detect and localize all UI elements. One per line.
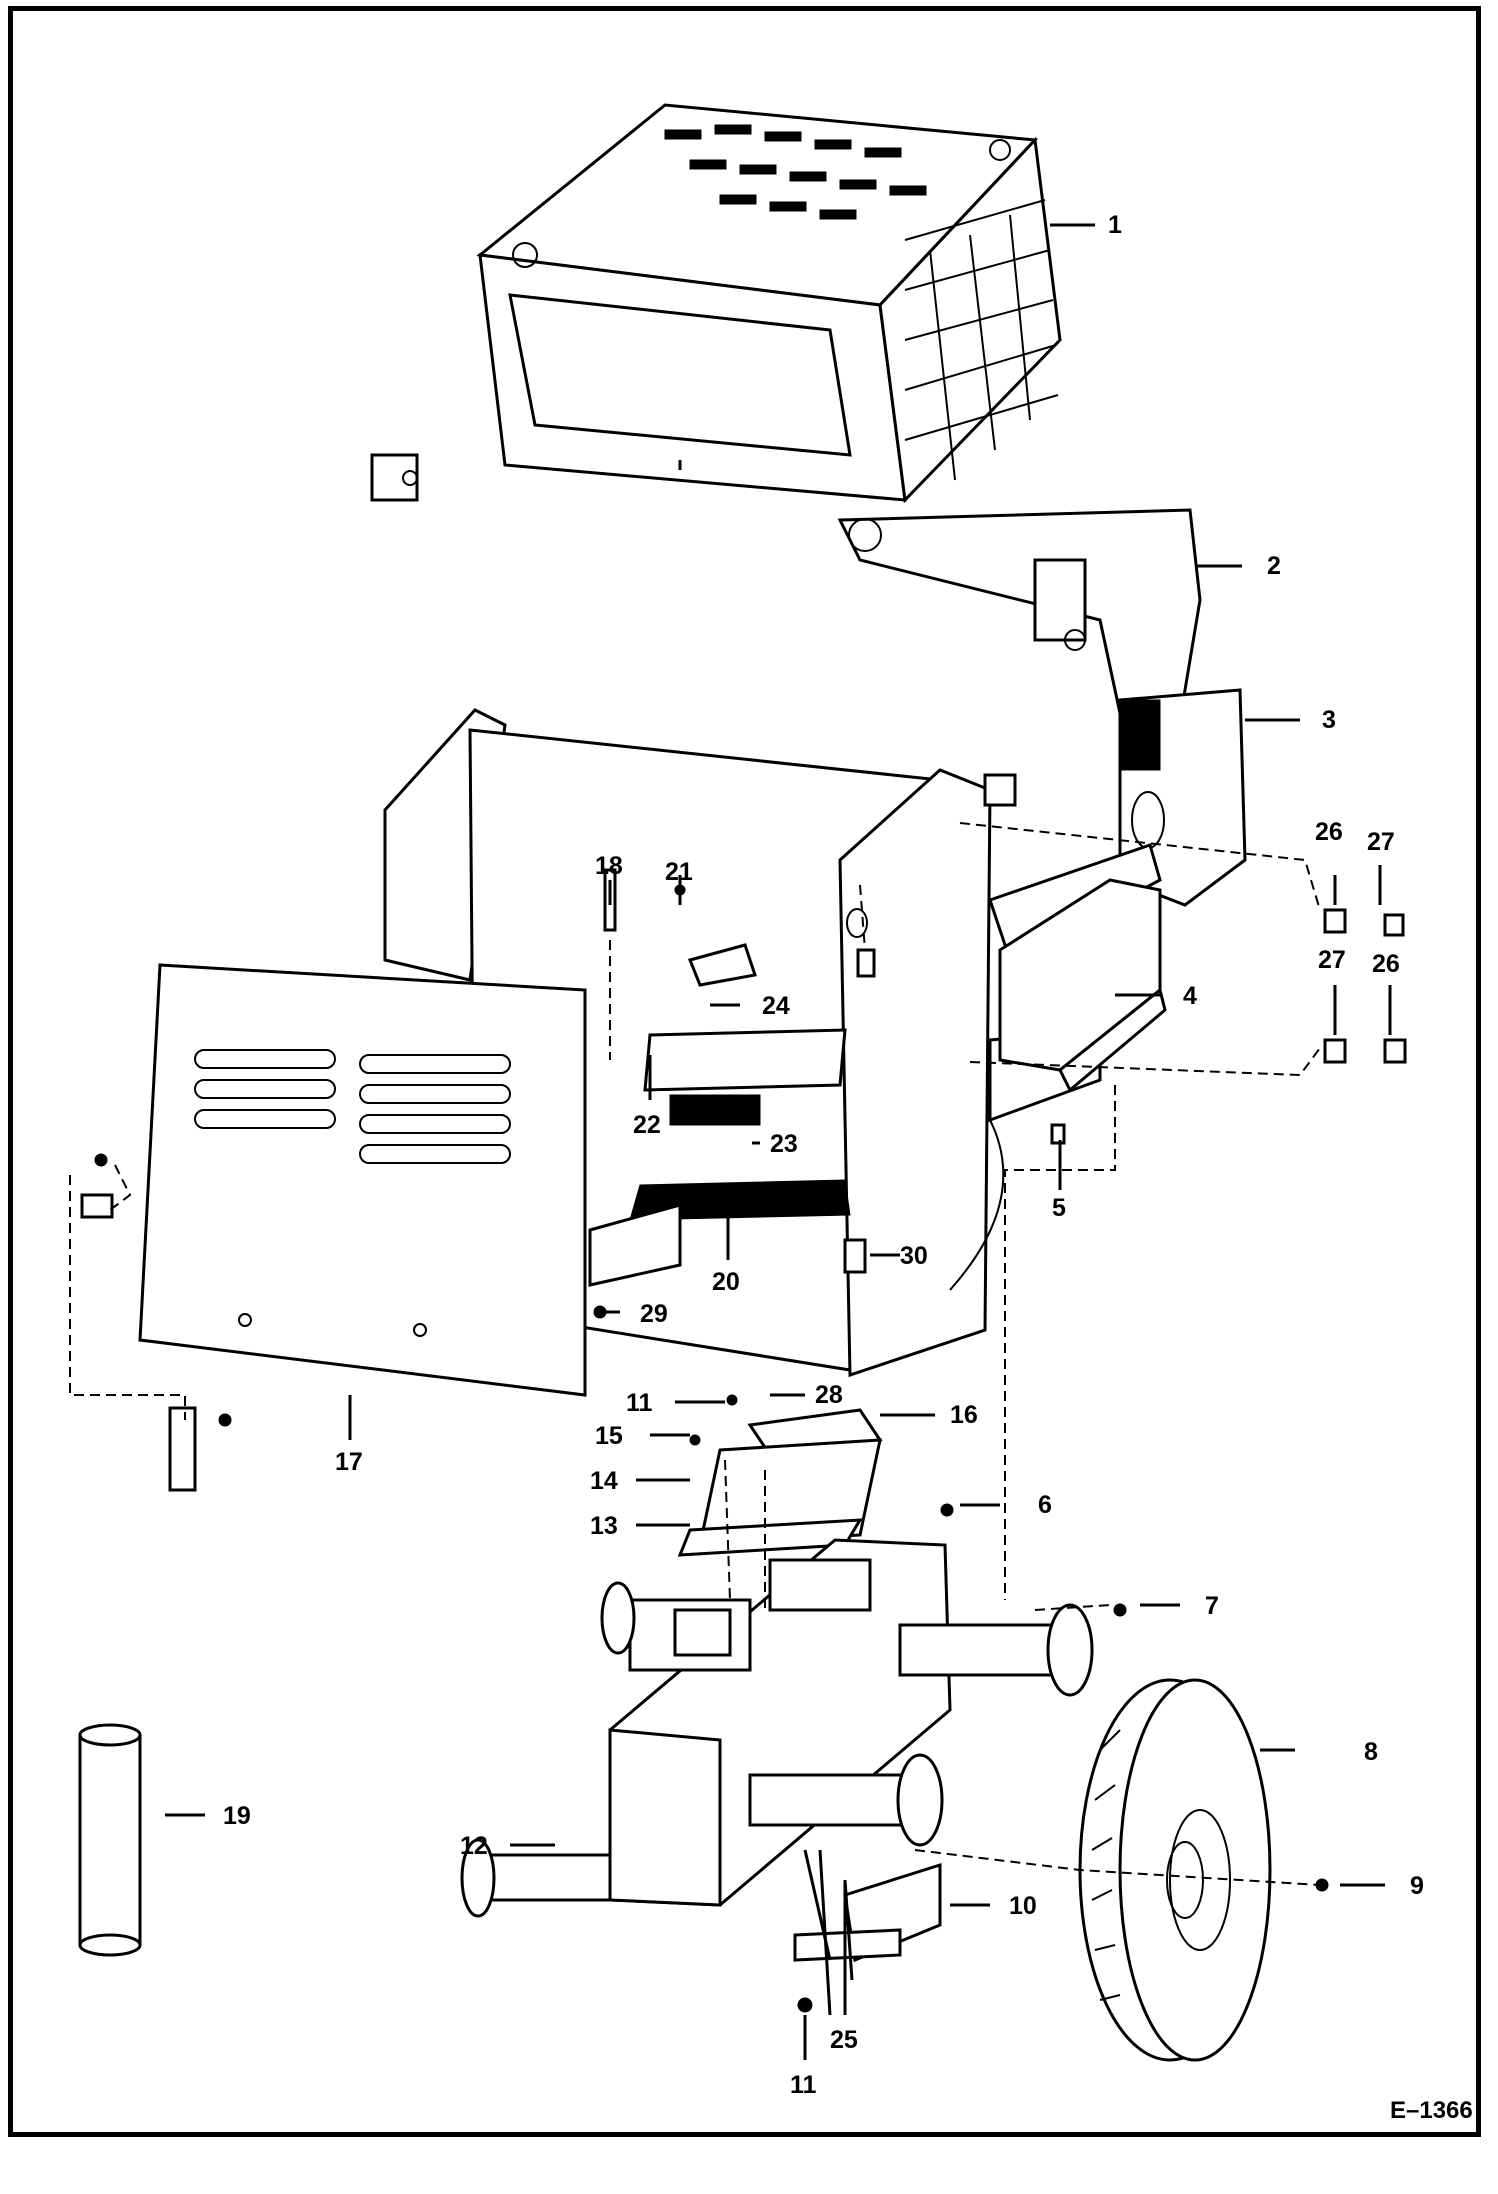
callout-19: 19 [223,1802,251,1830]
callout-3: 3 [1322,706,1336,734]
callout-16: 16 [950,1401,978,1429]
callout-2: 2 [1267,552,1281,580]
callout-5: 5 [1052,1194,1066,1222]
callout-13: 13 [590,1512,618,1540]
diagram-frame [8,6,1481,2137]
callout-11-top: 11 [626,1389,653,1417]
operator-cab [370,103,1062,504]
assembly-guide-lines [69,822,1321,1886]
callout-14: 14 [590,1467,618,1495]
callout-28: 28 [815,1381,843,1409]
callout-26-bottom: 26 [1372,950,1400,978]
callout-27-top: 27 [1367,828,1395,856]
leader-lines [165,223,1392,2060]
rear-cover-panel [138,963,587,1397]
wheel-tire [1078,1678,1272,2062]
step-bracket [793,1849,942,1981]
callout-12: 12 [460,1832,488,1860]
callout-17: 17 [335,1448,363,1476]
callout-11-bottom: 11 [790,2071,817,2099]
callout-6: 6 [1038,1491,1052,1519]
callout-15: 15 [595,1422,623,1450]
floor-plates [588,943,851,1287]
callout-29: 29 [640,1300,668,1328]
cab-roof-vents [664,124,927,220]
access-covers [677,1408,883,1557]
axle-housing [460,1538,1094,1918]
callout-labels: 1 2 3 4 5 6 7 8 9 10 11 11 12 13 14 15 1… [223,211,1424,2099]
callout-20: 20 [712,1268,740,1296]
cross-member [998,878,1167,1093]
callout-10: 10 [1009,1892,1037,1920]
callout-30: 30 [900,1242,928,1270]
callout-8: 8 [1364,1738,1378,1766]
callout-23: 23 [770,1130,798,1158]
callout-25: 25 [830,2026,858,2054]
filter-cartridge [78,1723,142,1957]
callout-18: 18 [595,852,623,880]
cab-side-screen [904,199,1059,481]
callout-24: 24 [762,992,790,1020]
callout-26-top: 26 [1315,818,1343,846]
callout-9: 9 [1410,1872,1424,1900]
callout-22: 22 [633,1111,661,1139]
callout-1: 1 [1108,211,1122,239]
callout-7: 7 [1205,1592,1219,1620]
callout-27-bottom: 27 [1318,946,1346,974]
callout-21: 21 [665,858,693,886]
document-id: E–1366 [1390,2097,1473,2124]
lift-arm [837,508,1202,763]
callout-4: 4 [1183,982,1197,1010]
